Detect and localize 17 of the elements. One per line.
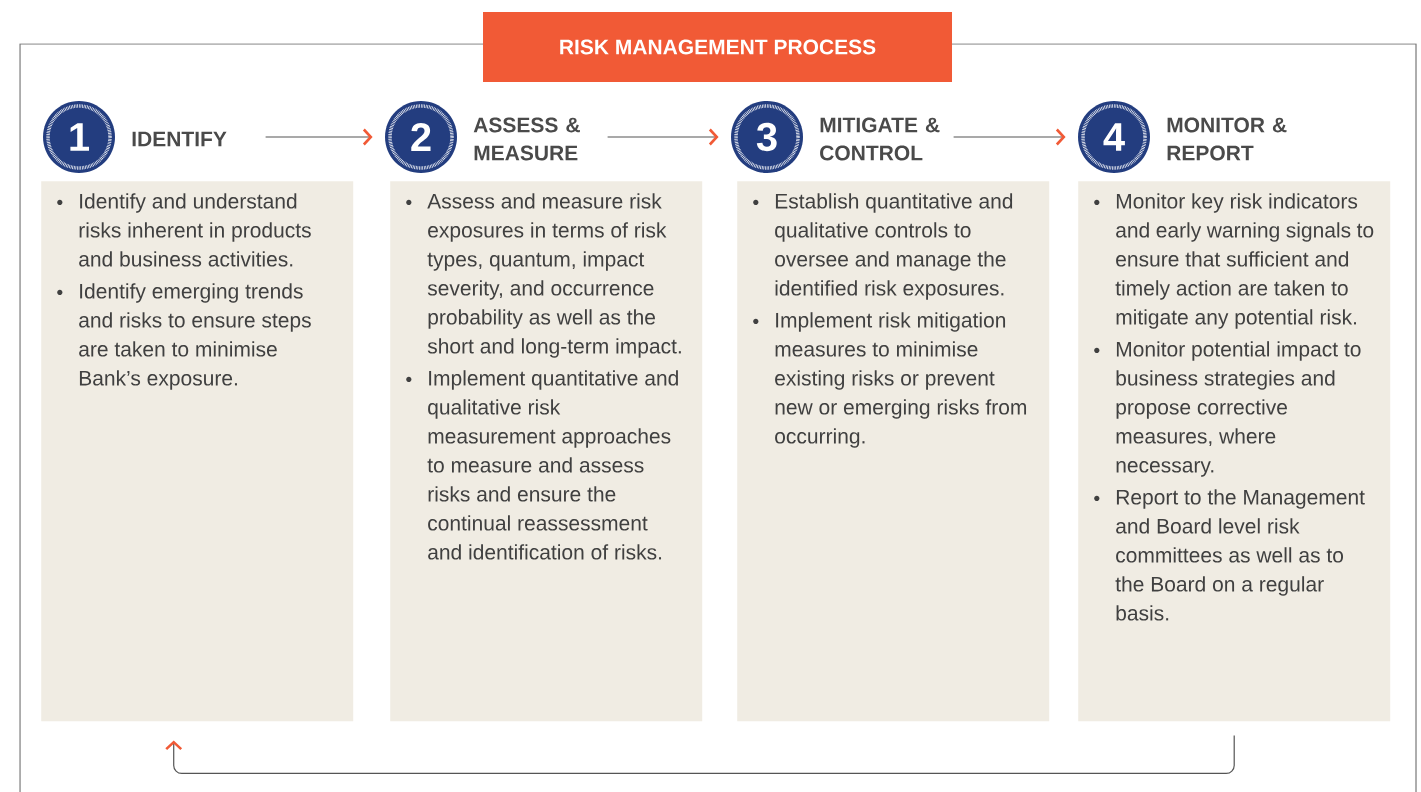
title-banner: RISK MANAGEMENT PROCESS <box>483 12 952 82</box>
step-heading: MITIGATE & CONTROL <box>820 117 940 161</box>
number-badge: 3 <box>731 101 803 173</box>
arrow <box>265 128 373 146</box>
step-heading: MONITOR & REPORT <box>1167 117 1287 161</box>
step-panel: Establish quantitative and qualitative controls to oversee and manage the identified risk exposures. Implement risk mitigation measures to minimise existing risks or prevent new or emerging risks from occurring. <box>737 181 1050 722</box>
arrow <box>953 128 1066 146</box>
number-badge: 2 <box>385 101 457 173</box>
step-heading: ASSESS & MEASURE <box>473 117 580 161</box>
step-heading: IDENTIFY <box>132 131 227 147</box>
arrow <box>607 128 719 146</box>
step-panel: Monitor key risk indicators and early warning signals to ensure that sufficient and timely action are taken to mitigate any potential risk. Monitor potential impact to business strategies and propose corrective measures, where necessary. Report to the Management and Board level risk committees as well as to the Board on a regular basis. <box>1078 181 1391 722</box>
number-badge: 1 <box>43 101 115 173</box>
number-badge: 4 <box>1078 101 1150 173</box>
step-panel: Assess and measure risk exposures in terms of risk types, quantum, impact severity, and occurrence probability as well as the short and long-term impact. Implement quantitative and qualitative risk measurement approaches to measure and assess risks and ensure the continual reassessment and identification of risks. <box>390 181 703 722</box>
arrow <box>165 734 1235 774</box>
step-panel: Identify and understand risks inherent in products and business activities. Identify emerging trends and risks to ensure steps are taken to minimise Bank’s exposure. <box>41 181 354 722</box>
